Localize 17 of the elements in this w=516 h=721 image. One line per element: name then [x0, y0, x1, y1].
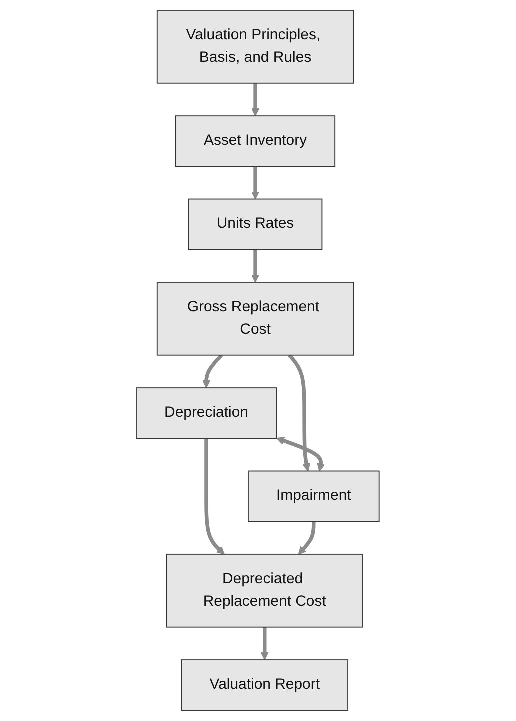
node-box: Gross Replacement Cost — [157, 282, 354, 356]
arrow — [252, 250, 260, 283]
node-box: Depreciated Replacement Cost — [166, 554, 364, 628]
node-box: Valuation Principles, Basis, and Rules — [157, 10, 354, 84]
arrow — [252, 83, 260, 116]
arrow — [204, 438, 226, 555]
arrow — [252, 166, 260, 200]
node-box: Impairment — [248, 470, 380, 522]
arrow — [298, 522, 316, 555]
arrow — [202, 354, 224, 388]
arrow — [288, 354, 311, 472]
arrow — [260, 627, 270, 660]
node-box: Units Rates — [188, 198, 323, 250]
node-box: Valuation Report — [181, 660, 349, 711]
node-box: Asset Inventory — [176, 116, 336, 168]
node-box: Depreciation — [136, 388, 278, 439]
arrow — [276, 437, 326, 472]
